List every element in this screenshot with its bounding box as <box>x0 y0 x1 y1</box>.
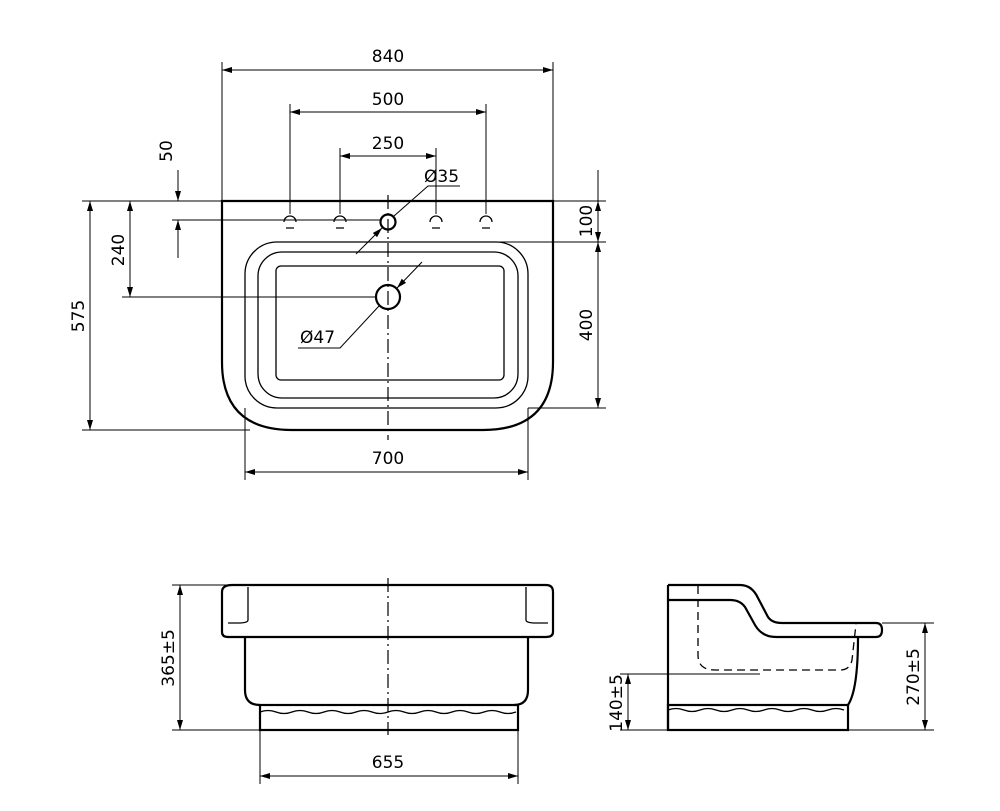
dim-drain-hole: Ø47 <box>300 328 335 348</box>
leader-tap-hole-arrow <box>355 227 383 255</box>
leader-drain-hole <box>298 305 380 349</box>
base-front <box>258 703 520 732</box>
tap-hole-marker <box>479 215 493 229</box>
tap-hole-marker <box>429 215 443 229</box>
tap-hole-marker <box>283 215 297 229</box>
dim-drain-offset: 240 <box>109 234 129 266</box>
side-outline-top <box>668 583 884 639</box>
top-view: 840 500 250 50 240 575 100 400 700 Ø35 Ø… <box>69 47 606 480</box>
rim-outline-front <box>220 583 555 639</box>
dim-tap-hole: Ø35 <box>424 167 459 187</box>
bowl-outer-edge <box>244 241 529 409</box>
leader-drain-arrow <box>396 261 423 289</box>
dim-rim-height: 270±5 <box>904 648 924 706</box>
extension-lines-front <box>172 584 519 784</box>
dim-height: 365±5 <box>159 629 179 687</box>
front-view: 365±5 655 <box>159 578 555 784</box>
bowl-body-front <box>243 637 530 707</box>
side-view: 140±5 270±5 <box>607 583 934 732</box>
leader-tap-hole <box>393 185 460 217</box>
dim-bowl-width: 700 <box>372 449 404 469</box>
dim-outer-taps: 500 <box>372 90 404 110</box>
hidden-bowl-line <box>697 586 857 671</box>
base-wave-side <box>667 707 845 713</box>
dim-base-width: 655 <box>372 753 404 773</box>
dim-tap-offset: 50 <box>157 140 177 162</box>
dim-bowl-depth: 400 <box>577 309 597 341</box>
rim-inner-line <box>228 587 548 624</box>
dim-drain-height: 140±5 <box>607 674 627 732</box>
sink-outline-top <box>220 199 555 432</box>
dim-tap-zone: 100 <box>577 205 597 237</box>
dim-inner-taps: 250 <box>372 134 404 154</box>
dim-width-total: 840 <box>372 47 404 67</box>
dim-depth-total: 575 <box>69 300 89 332</box>
base-side <box>666 703 850 732</box>
basin-floor <box>275 265 505 381</box>
tap-hole-marker <box>333 215 347 229</box>
